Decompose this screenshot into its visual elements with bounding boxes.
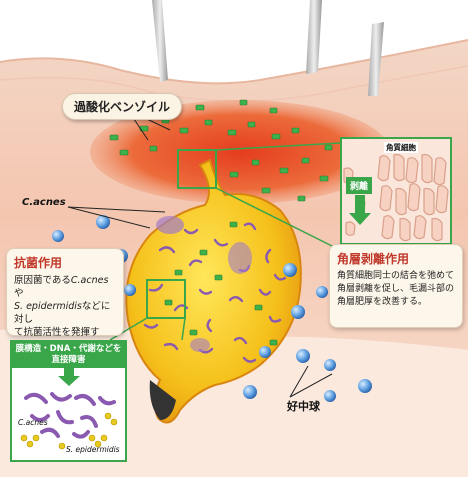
antibacterial-line2b: などに対し xyxy=(14,301,111,325)
antibacterial-line1b: C.acnes xyxy=(70,275,109,286)
antibacterial-box: 抗菌作用 原因菌であるC.acnesや S. epidermidisなどに対し … xyxy=(6,248,124,351)
inset-cacnes-label: C.acnes xyxy=(18,418,48,427)
cacnes-label: C.acnes xyxy=(22,197,66,208)
keratolytic-line2: 角層剥離を促し、毛漏斗部の xyxy=(337,284,455,294)
keratin-cell-header: 角質細胞 xyxy=(384,142,418,153)
benzoyl-peroxide-label: 過酸化ベンゾイル xyxy=(62,93,183,120)
keratolytic-title: 角層剥離作用 xyxy=(337,252,410,266)
keratolytic-box: 角層剥離作用 角質細胞同士の結合を弛めて 角層剥離を促し、毛漏斗部の 角層肥厚を… xyxy=(329,244,463,328)
neutrophil-label: 好中球 xyxy=(287,400,320,413)
keratolytic-line3: 角層肥厚を改善する。 xyxy=(337,297,428,307)
inset-left-header-line1: 膜構造・DNA・代謝などを xyxy=(15,344,122,354)
inset-left-header-line2: 直接障害 xyxy=(51,355,86,365)
keratolytic-line1: 角質細胞同士の結合を弛めて xyxy=(337,271,455,281)
inset-left-header: 膜構造・DNA・代謝などを 直接障害 xyxy=(12,342,125,368)
antibacterial-title: 抗菌作用 xyxy=(14,256,63,270)
zoom-frame-top xyxy=(177,149,217,189)
keratolytic-text: 角質細胞同士の結合を弛めて 角層剥離を促し、毛漏斗部の 角層肥厚を改善する。 xyxy=(337,270,455,309)
keratin-exfoliation-inset: 角質細胞 剥離 xyxy=(340,137,452,245)
bacteria-inset-drawing xyxy=(20,368,118,450)
exfoliation-arrow-label: 剥離 xyxy=(346,177,372,194)
zoom-frame-bottom xyxy=(146,279,186,319)
antibacterial-line2a: S. epidermidis xyxy=(14,301,82,312)
antibacterial-line1c: や xyxy=(14,288,24,299)
antibacterial-line1a: 原因菌である xyxy=(14,275,71,286)
inset-sepidermidis-label: S. epidermidis xyxy=(66,445,120,454)
bacteria-damage-inset: 膜構造・DNA・代謝などを 直接障害 C.acnes S. epidermidi… xyxy=(10,340,127,462)
